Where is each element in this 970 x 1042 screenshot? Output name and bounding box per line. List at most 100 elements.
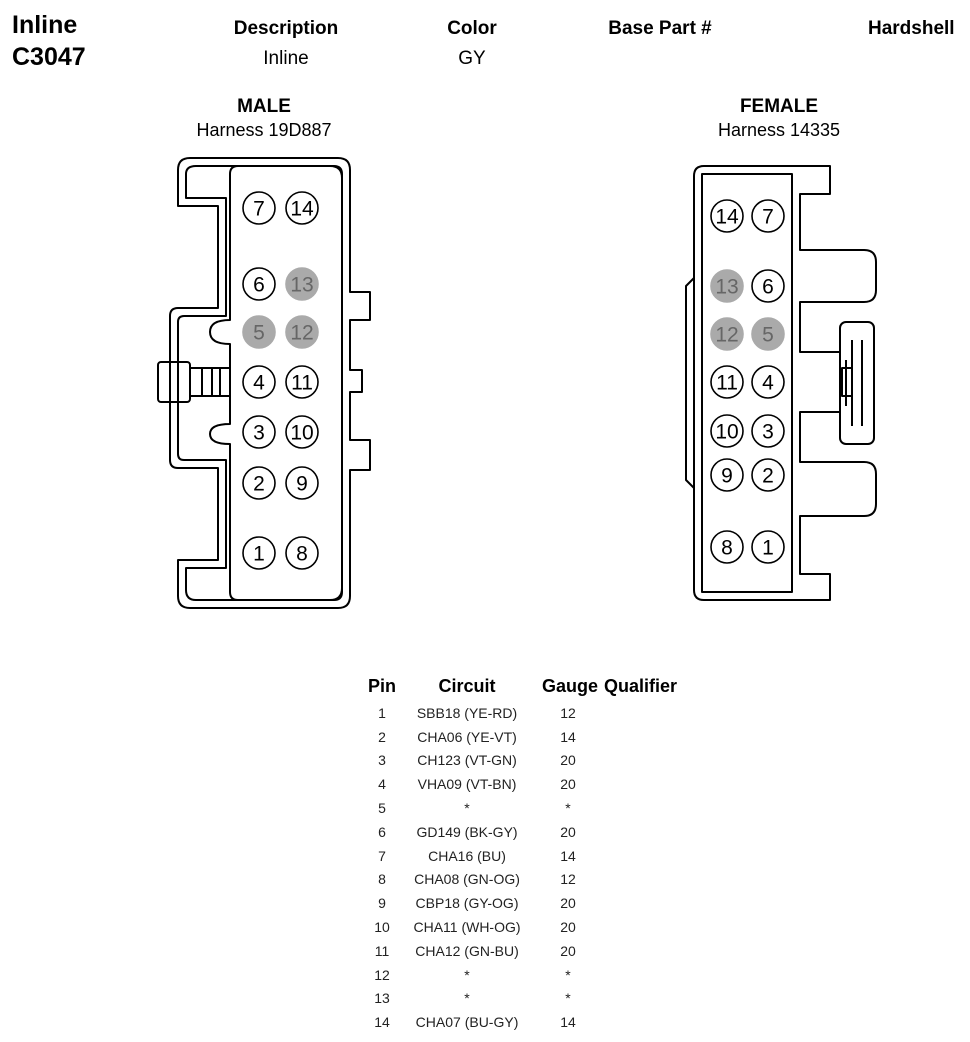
female-pin-label: 10: [715, 421, 738, 444]
qualifier-cell: [604, 891, 683, 915]
female-pin-14: [710, 199, 744, 233]
male-pin-label: 10: [290, 422, 313, 445]
female-subheading: Harness 14335: [717, 120, 841, 140]
female-pin-label: 7: [762, 206, 774, 229]
description-label: Description: [233, 18, 339, 39]
male-pin-12: [285, 315, 319, 349]
gauge-cell: 14: [560, 847, 576, 864]
qualifier-cell: [604, 963, 683, 987]
connector-title-line1: Inline: [12, 11, 78, 39]
gauge-cell: 20: [560, 823, 576, 840]
male-subheading: Harness 19D887: [196, 120, 332, 140]
qualifier-cell: [604, 987, 683, 1011]
pin-cell: 6: [378, 823, 386, 840]
circuit-cell: CH123 (VT-GN): [417, 752, 517, 769]
qualifier-cell: [604, 749, 683, 773]
circuit-column-header: Circuit: [438, 676, 496, 696]
male-pin-label: 8: [296, 543, 308, 566]
female-pin-label: 4: [762, 372, 774, 395]
male-pin-10: [285, 415, 319, 449]
female-connector-body: [685, 165, 877, 601]
pin-cell: 11: [374, 942, 390, 959]
circuit-cell: VHA09 (VT-BN): [417, 776, 517, 793]
female-pin-12: [710, 317, 744, 351]
pin-cell: 14: [374, 1014, 390, 1031]
gauge-cell: 20: [560, 776, 576, 793]
male-pin-label: 4: [253, 372, 265, 395]
female-heading: FEMALE: [739, 96, 819, 117]
connector-title-line2: C3047: [12, 43, 86, 71]
gauge-cell: 12: [560, 704, 576, 721]
gauge-cell: 20: [560, 919, 576, 936]
female-pin-label: 5: [762, 324, 774, 347]
pin-column-header: Pin: [368, 676, 397, 696]
table-row: 12**: [362, 963, 683, 987]
pin-cell: 12: [374, 966, 390, 983]
hardshell-label: Hardshell: [868, 18, 955, 39]
color-label: Color: [447, 18, 497, 39]
qualifier-cell: [604, 939, 683, 963]
qualifier-cell: [604, 1010, 683, 1034]
table-row: 11 CHA12 (GN-BU) 20: [362, 939, 683, 963]
circuit-cell: CBP18 (GY-OG): [415, 895, 519, 912]
female-pin-label: 3: [762, 421, 774, 444]
male-pin-label: 9: [296, 473, 308, 496]
description-value: Inline: [263, 48, 309, 69]
male-pin-label: 12: [290, 322, 313, 345]
pin-cell: 7: [378, 847, 386, 864]
qualifier-cell: [604, 868, 683, 892]
female-pin-10: [710, 414, 744, 448]
female-pin-label: 1: [762, 537, 774, 560]
circuit-cell: CHA07 (BU-GY): [415, 1014, 519, 1031]
gauge-cell: 20: [560, 895, 576, 912]
gauge-cell: *: [565, 966, 571, 983]
female-pin-label: 9: [721, 465, 733, 488]
qualifier-cell: [604, 820, 683, 844]
qualifier-cell: [604, 796, 683, 820]
circuit-cell: GD149 (BK-GY): [416, 823, 518, 840]
female-pin-6: [751, 269, 785, 303]
female-pin-4: [751, 365, 785, 399]
male-pin-8: [285, 536, 319, 570]
color-value: GY: [458, 48, 486, 69]
gauge-cell: 20: [560, 752, 576, 769]
female-pin-13: [710, 269, 744, 303]
female-pin-label: 14: [715, 206, 739, 229]
female-pin-label: 12: [715, 324, 738, 347]
male-connector-body: [157, 157, 371, 609]
male-pin-label: 3: [253, 422, 265, 445]
circuit-cell: CHA12 (GN-BU): [415, 942, 519, 959]
male-heading: MALE: [237, 96, 291, 117]
male-pin-1: [242, 536, 276, 570]
male-pin-4: [242, 365, 276, 399]
table-row: 13 * *: [362, 987, 683, 1011]
pin-cell: 5: [378, 800, 386, 817]
circuit-cell: *: [464, 990, 470, 1007]
table-row: 5**: [362, 796, 683, 820]
gauge-cell: 14: [560, 728, 576, 745]
pin-table-header: Pin Circuit Gauge Qualifier: [362, 676, 683, 701]
pin-cell: 13: [374, 990, 390, 1007]
male-pin-11: [285, 365, 319, 399]
female-pin-3: [751, 414, 785, 448]
male-pin-6: [242, 267, 276, 301]
female-pin-label: 2: [762, 465, 774, 488]
gauge-cell: *: [565, 990, 571, 1007]
female-pin-label: 8: [721, 537, 733, 560]
male-pin-label: 7: [253, 198, 265, 221]
gauge-column-header: Gauge: [542, 676, 599, 696]
male-pin-5: [242, 315, 276, 349]
circuit-cell: CHA08 (GN-OG): [414, 871, 520, 888]
gauge-cell: 20: [560, 942, 576, 959]
circuit-cell: *: [464, 800, 470, 817]
pin-cell: 8: [378, 871, 386, 888]
